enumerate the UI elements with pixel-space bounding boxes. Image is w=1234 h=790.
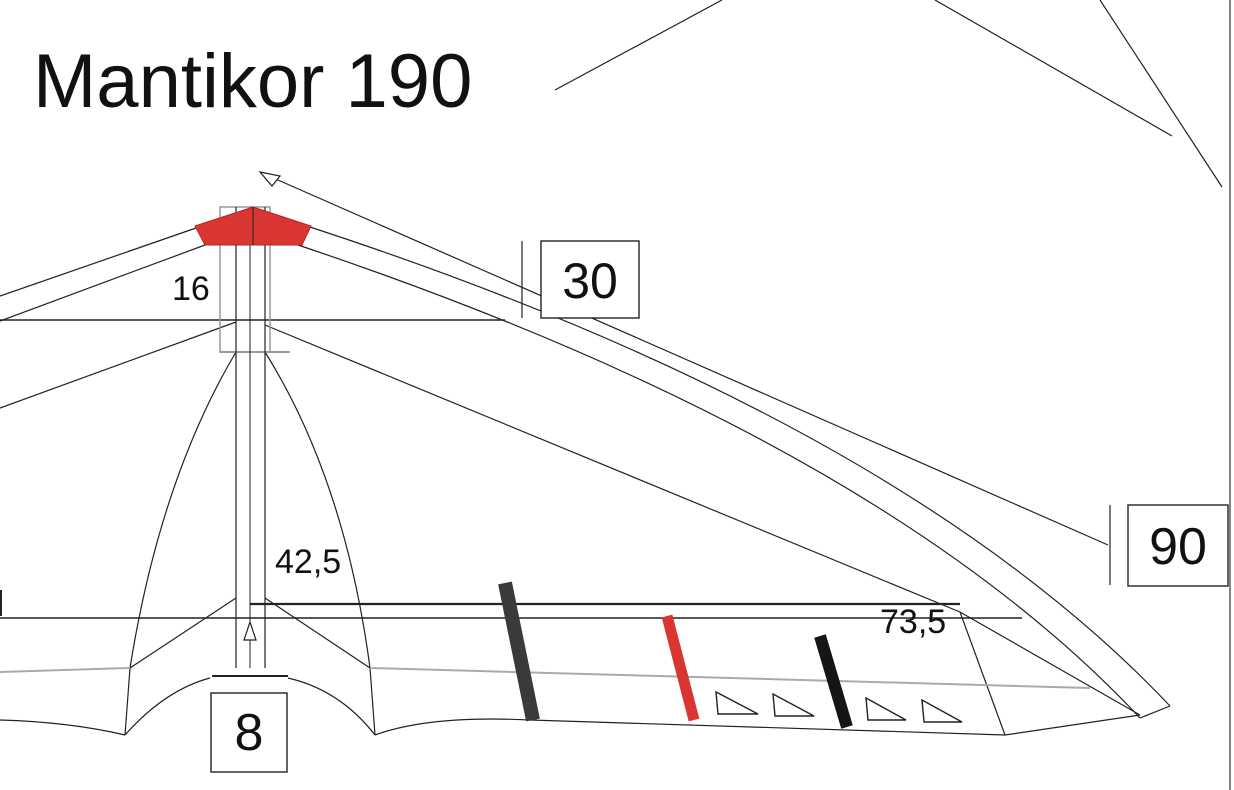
box-30: 30 (540, 240, 640, 319)
center-dimension-label: 42,5 (275, 543, 341, 581)
dimension-ticks (521, 241, 1111, 585)
diagram-title: Mantikor 190 (33, 39, 472, 124)
span-dimension-label: 73,5 (880, 603, 946, 641)
triangle-markers (715, 690, 963, 723)
trailing-gray-line (0, 667, 1091, 689)
nose-arrow (258, 171, 1109, 546)
box-8: 8 (210, 692, 288, 773)
box-8-label: 8 (235, 704, 264, 762)
batten-red (661, 614, 700, 722)
box-90-label: 90 (1149, 518, 1207, 576)
batten-black (814, 634, 853, 729)
leading-edges (0, 226, 1171, 719)
box-90: 90 (1127, 504, 1229, 587)
batten-dark (498, 581, 540, 722)
construction-lines (554, 0, 1231, 790)
keel-dimension-label: 16 (172, 270, 210, 308)
box-30-label: 30 (562, 253, 618, 309)
keel (219, 206, 290, 668)
